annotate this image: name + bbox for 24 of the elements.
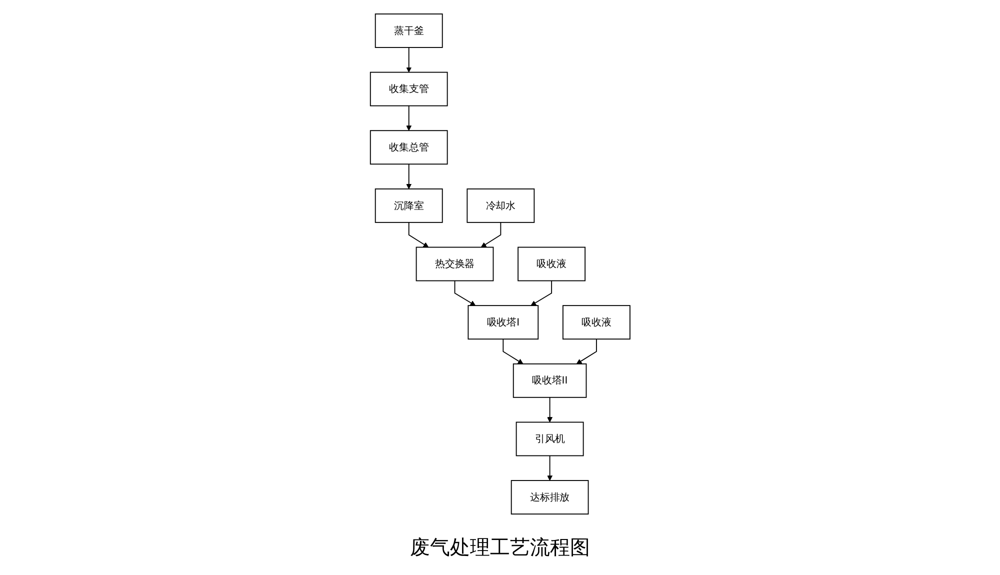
node-box: 冷却水 <box>466 188 534 223</box>
node-box: 引风机 <box>516 422 584 456</box>
arrow <box>502 338 524 364</box>
node-box: 达标排放 <box>510 480 589 514</box>
arrow <box>576 338 597 364</box>
arrow <box>406 47 412 73</box>
node-box: 蒸干釜 <box>374 14 443 48</box>
arrow <box>406 164 412 190</box>
caption: 废气处理工艺流程图 <box>410 534 590 561</box>
node-box: 吸收液 <box>517 246 586 282</box>
node-box: 热交换器 <box>416 246 494 282</box>
arrow <box>408 222 428 248</box>
node-box: 收集支管 <box>370 72 448 106</box>
arrow <box>546 455 552 481</box>
arrow <box>406 105 412 131</box>
arrow <box>480 222 501 248</box>
node-box: 沉降室 <box>374 188 443 223</box>
arrow <box>530 280 552 306</box>
node-box: 吸收液 <box>562 305 630 340</box>
arrow <box>546 396 552 422</box>
node-box: 收集总管 <box>370 130 448 165</box>
arrow <box>454 280 476 306</box>
node-box: 吸收塔I <box>468 305 538 340</box>
node-box: 吸收塔II <box>512 363 587 398</box>
